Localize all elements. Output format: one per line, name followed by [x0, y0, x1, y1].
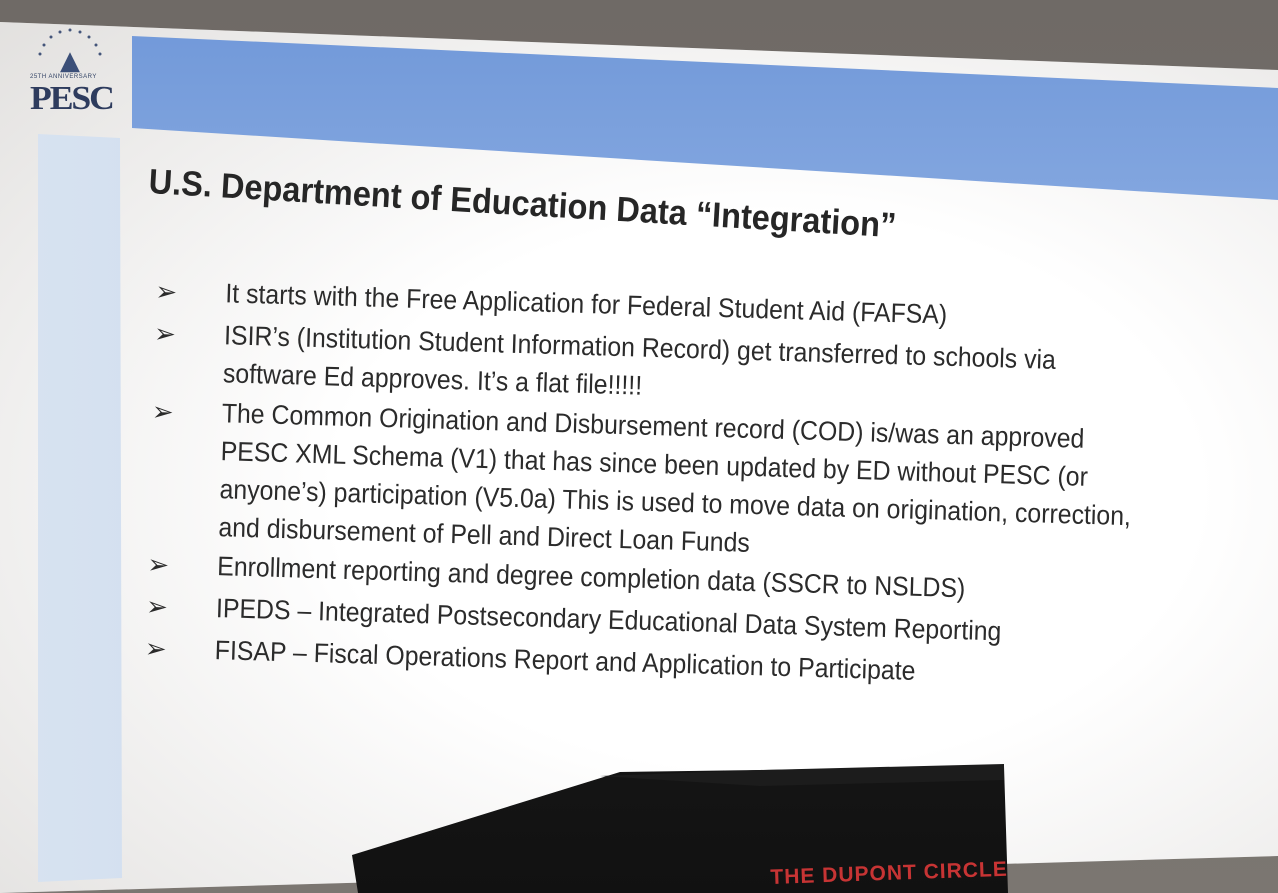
arrow-bullet-icon: ➢ — [151, 397, 175, 428]
logo-stars-arc-icon — [38, 28, 102, 56]
arrow-bullet-icon: ➢ — [145, 592, 169, 623]
logo-wordmark: PESC — [30, 80, 115, 117]
logo-anniversary-text: 25TH ANNIVERSARY — [30, 74, 97, 80]
pesc-logo: ▲ 25TH ANNIVERSARY PESC — [24, 28, 120, 124]
arrow-bullet-icon: ➢ — [154, 277, 178, 308]
arrow-bullet-icon: ➢ — [144, 634, 168, 665]
bullet-list: ➢ It starts with the Free Application fo… — [138, 272, 1229, 703]
arrow-bullet-icon: ➢ — [146, 550, 170, 581]
bullet-item: ➢ The Common Origination and Disbursemen… — [142, 392, 1226, 576]
bullet-text: The Common Origination and Disbursement … — [218, 398, 1132, 558]
arrow-bullet-icon: ➢ — [153, 319, 177, 350]
capitol-dome-icon: ▲ — [60, 46, 80, 76]
